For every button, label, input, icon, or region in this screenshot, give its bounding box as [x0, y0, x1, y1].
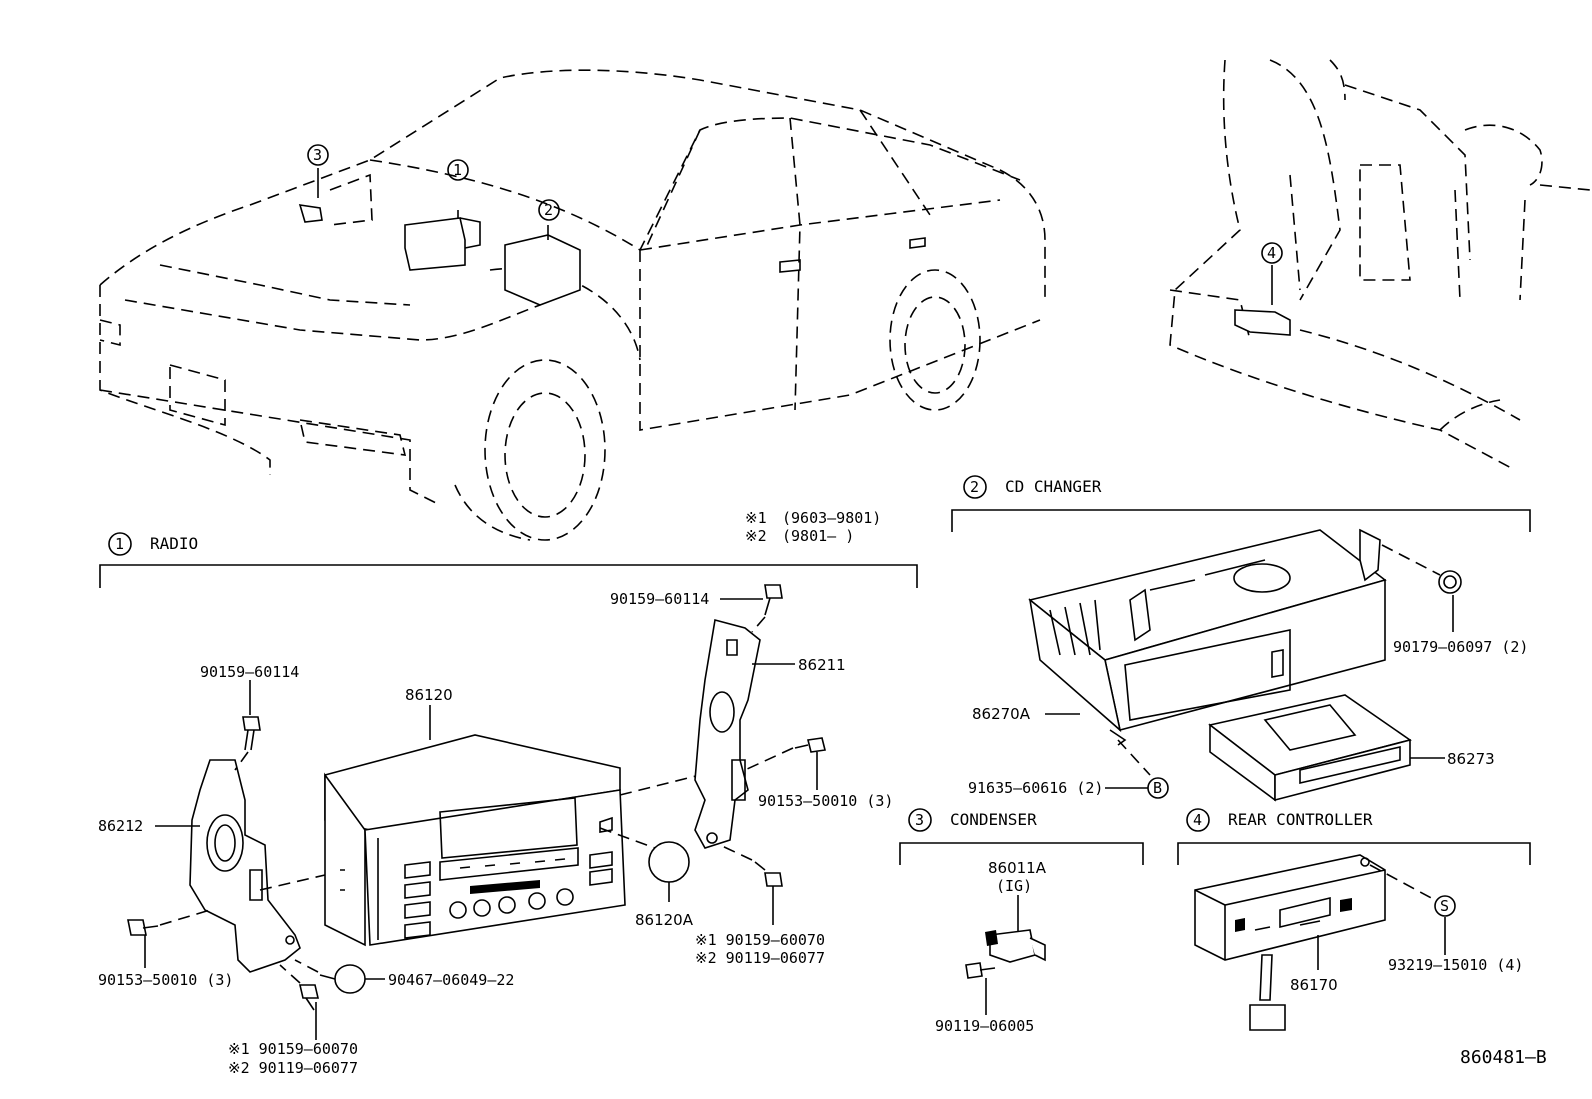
label-condenser-ig: (IG) — [996, 877, 1032, 895]
screw-s-mark: S — [1434, 895, 1456, 917]
magazine-86273 — [1208, 694, 1412, 802]
radio-section: 1 RADIO ※1 (9603–9801) ※2 (9801– ) 90159… — [98, 509, 918, 1077]
label-86011A: 86011A — [988, 859, 1047, 877]
label-90153-50010-left: 90153–50010 (3) — [98, 971, 233, 989]
rear-controller-section: 4 REAR CONTROLLER 86170 S 93219–15010 (4… — [1177, 808, 1531, 1031]
svg-text:3: 3 — [313, 146, 322, 164]
label-right-bolt-m2: ※2 90119–06077 — [695, 949, 825, 967]
label-86212: 86212 — [98, 817, 143, 835]
label-86120: 86120 — [405, 686, 453, 704]
svg-text:S: S — [1440, 897, 1449, 915]
label-bottom-bolt-m1: ※1 90159–60070 — [228, 1040, 358, 1058]
nut-90179 — [1438, 570, 1462, 594]
condenser-section: 3 CONDENSER 86011A (IG) 90119–06005 — [899, 808, 1144, 1035]
bolt-right — [744, 737, 826, 771]
label-90159-60114-left: 90159–60114 — [200, 663, 299, 681]
condenser-section-title: CONDENSER — [950, 810, 1037, 829]
radio-section-title: RADIO — [150, 534, 198, 553]
label-bottom-bolt-m2: ※2 90119–06077 — [228, 1059, 358, 1077]
svg-text:※2: ※2 — [745, 527, 767, 545]
cd-section-number: 2 — [970, 478, 979, 496]
svg-text:※1: ※1 — [745, 509, 767, 527]
svg-text:2: 2 — [544, 201, 553, 219]
label-90467-06049-22: 90467–06049–22 — [388, 971, 514, 989]
label-91635-60616: 91635–60616 (2) — [968, 779, 1103, 797]
left-bracket-86212 — [189, 759, 301, 973]
svg-text:1: 1 — [453, 161, 462, 179]
label-86270A: 86270A — [972, 705, 1031, 723]
car-cd-locator: 2 — [504, 199, 581, 306]
cd-changer-section: 2 CD CHANGER 90179–06097 (2) 86270A — [951, 475, 1531, 802]
car-illustration — [99, 69, 1046, 541]
radio-section-number: 1 — [115, 535, 124, 553]
condenser-86011A — [985, 929, 1046, 963]
label-86120A: 86120A — [635, 911, 694, 929]
car-condenser-locator: 3 — [298, 144, 373, 226]
svg-text:(9603–9801): (9603–9801) — [782, 509, 881, 527]
date-legend: ※1 (9603–9801) ※2 (9801– ) — [745, 509, 881, 545]
label-86211: 86211 — [798, 656, 846, 674]
svg-text:4: 4 — [1267, 244, 1276, 262]
bolt-lower-right — [719, 844, 783, 887]
cd-section-title: CD CHANGER — [1005, 477, 1102, 496]
rear-controller-86170 — [1194, 854, 1386, 1031]
label-90179-06097: 90179–06097 (2) — [1393, 638, 1528, 656]
screw-b-mark: B — [1147, 777, 1169, 799]
label-90159-60114-right: 90159–60114 — [610, 590, 709, 608]
bolt-90119-06005 — [965, 962, 996, 979]
bolt-top-left — [234, 716, 261, 771]
bolt-top-right — [751, 584, 783, 633]
bolt-left-bottom — [127, 909, 211, 936]
label-90153-50010-right: 90153–50010 (3) — [758, 792, 893, 810]
label-86273: 86273 — [1447, 750, 1495, 768]
rear-section-title: REAR CONTROLLER — [1228, 810, 1373, 829]
label-93219-15010: 93219–15010 (4) — [1388, 956, 1523, 974]
label-90119-06005: 90119–06005 — [935, 1017, 1034, 1035]
label-right-bolt-m1: ※1 90159–60070 — [695, 931, 825, 949]
diagram-code: 860481–B — [1460, 1047, 1547, 1068]
rear-seat-illustration: 4 — [1169, 59, 1591, 471]
condenser-section-number: 3 — [915, 811, 924, 829]
right-bracket-86211 — [694, 619, 761, 849]
svg-text:(9801– ): (9801– ) — [782, 527, 854, 545]
rear-section-number: 4 — [1193, 811, 1202, 829]
radio-unit-86120 — [324, 734, 626, 947]
bolt-bottom — [279, 964, 320, 1011]
cd-changer-86270A — [1028, 528, 1387, 746]
svg-text:B: B — [1153, 779, 1162, 797]
car-radio-locator: 1 — [404, 159, 481, 271]
label-86170: 86170 — [1290, 976, 1338, 994]
